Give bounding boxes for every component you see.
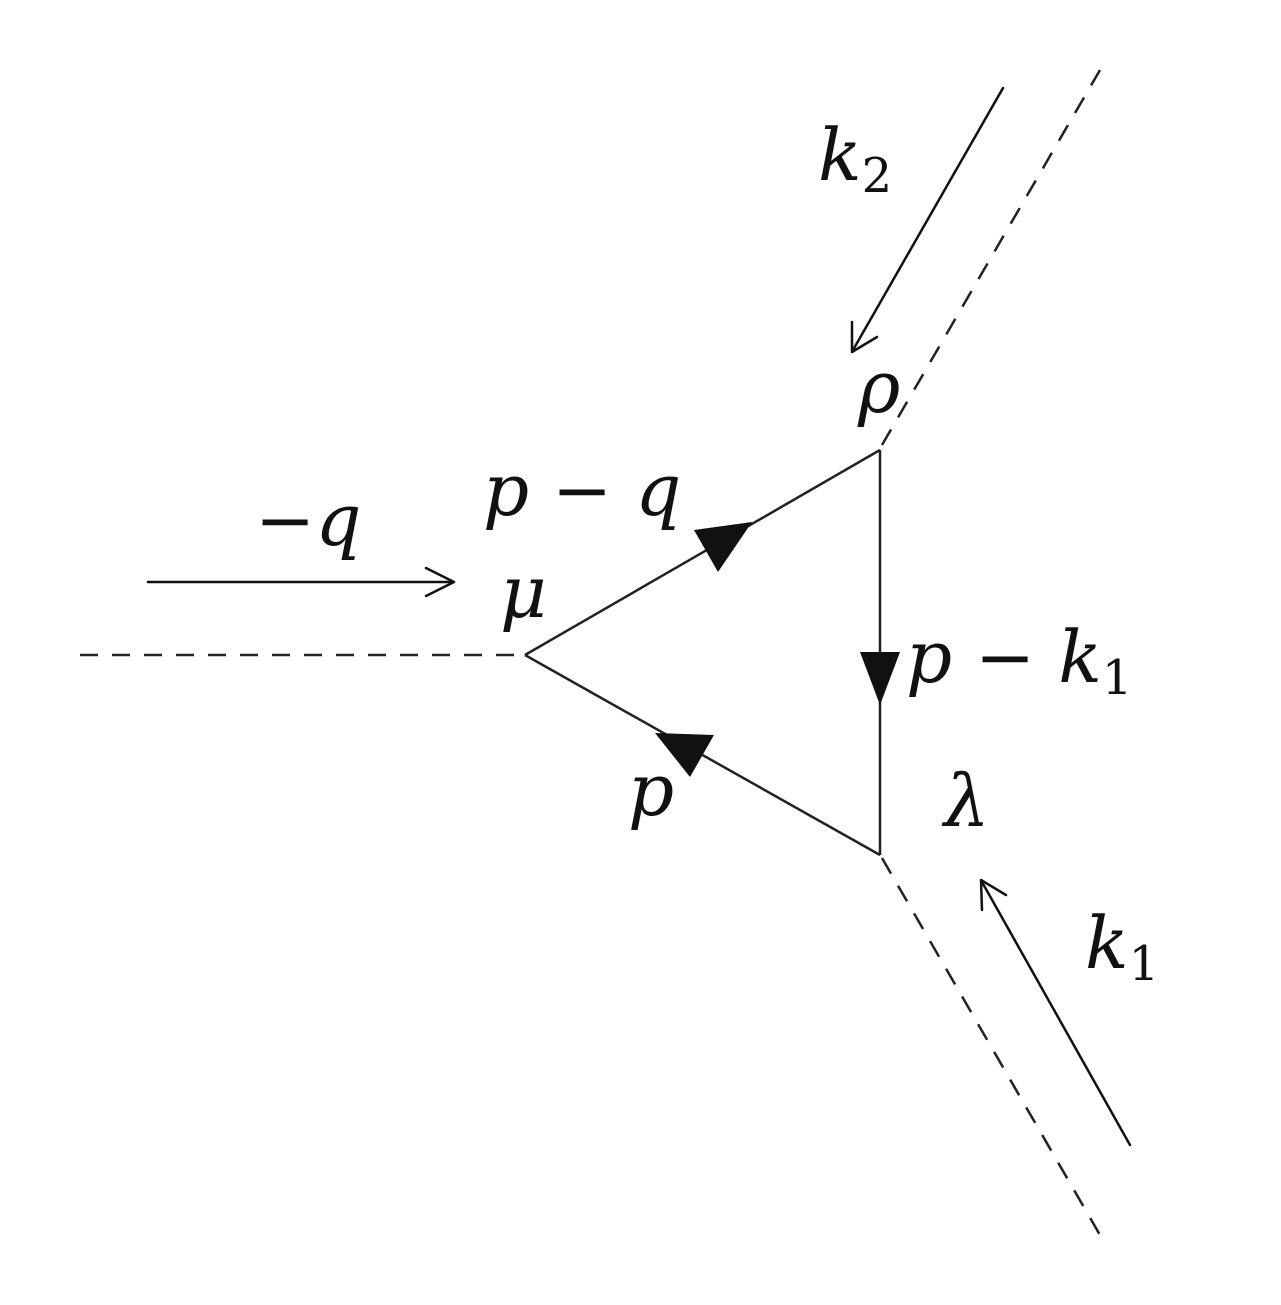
label-p-minus-k1-main: p − k (906, 615, 1102, 699)
label-minus-q: −q (255, 478, 361, 562)
momentum-arrow-k2-shaft (851, 86, 1005, 352)
label-k2-sub: 2 (862, 148, 893, 204)
momentum-arrow-q-head (424, 566, 456, 598)
momentum-arrow-k1-shaft (980, 880, 1132, 1147)
label-p-minus-k1-sub: 1 (1102, 650, 1133, 706)
momentum-arrows (146, 86, 1132, 1147)
arrowhead-p-minus-k1 (860, 652, 900, 705)
label-mu: μ (500, 550, 547, 634)
label-k2-main: k (818, 113, 862, 197)
label-rho: ρ (857, 345, 900, 429)
dashed-line-upper-right (880, 69, 1102, 446)
momentum-arrow-k2-head (850, 320, 879, 354)
label-k1-sub: 1 (1129, 936, 1160, 992)
arrowhead-p (655, 733, 714, 777)
arrowhead-p-minus-q (694, 522, 752, 572)
label-lambda: λ (941, 759, 990, 843)
diagram-labels: −q μ p − q ρ p − k1 p λ k2 k1 (255, 113, 1159, 992)
momentum-arrow-k1-head (979, 878, 1008, 912)
external-dashed-lines (80, 69, 1102, 1236)
label-p: p (628, 748, 674, 832)
edge-mu-to-rho (524, 448, 881, 657)
loop-arrowheads (655, 522, 900, 777)
dashed-line-lower-right (880, 857, 1102, 1236)
label-k1: k1 (1085, 901, 1159, 992)
label-k2: k2 (818, 113, 892, 204)
label-k1-main: k (1085, 901, 1129, 985)
label-p-minus-k1: p − k1 (906, 615, 1132, 706)
label-p-minus-q: p − q (483, 448, 681, 532)
